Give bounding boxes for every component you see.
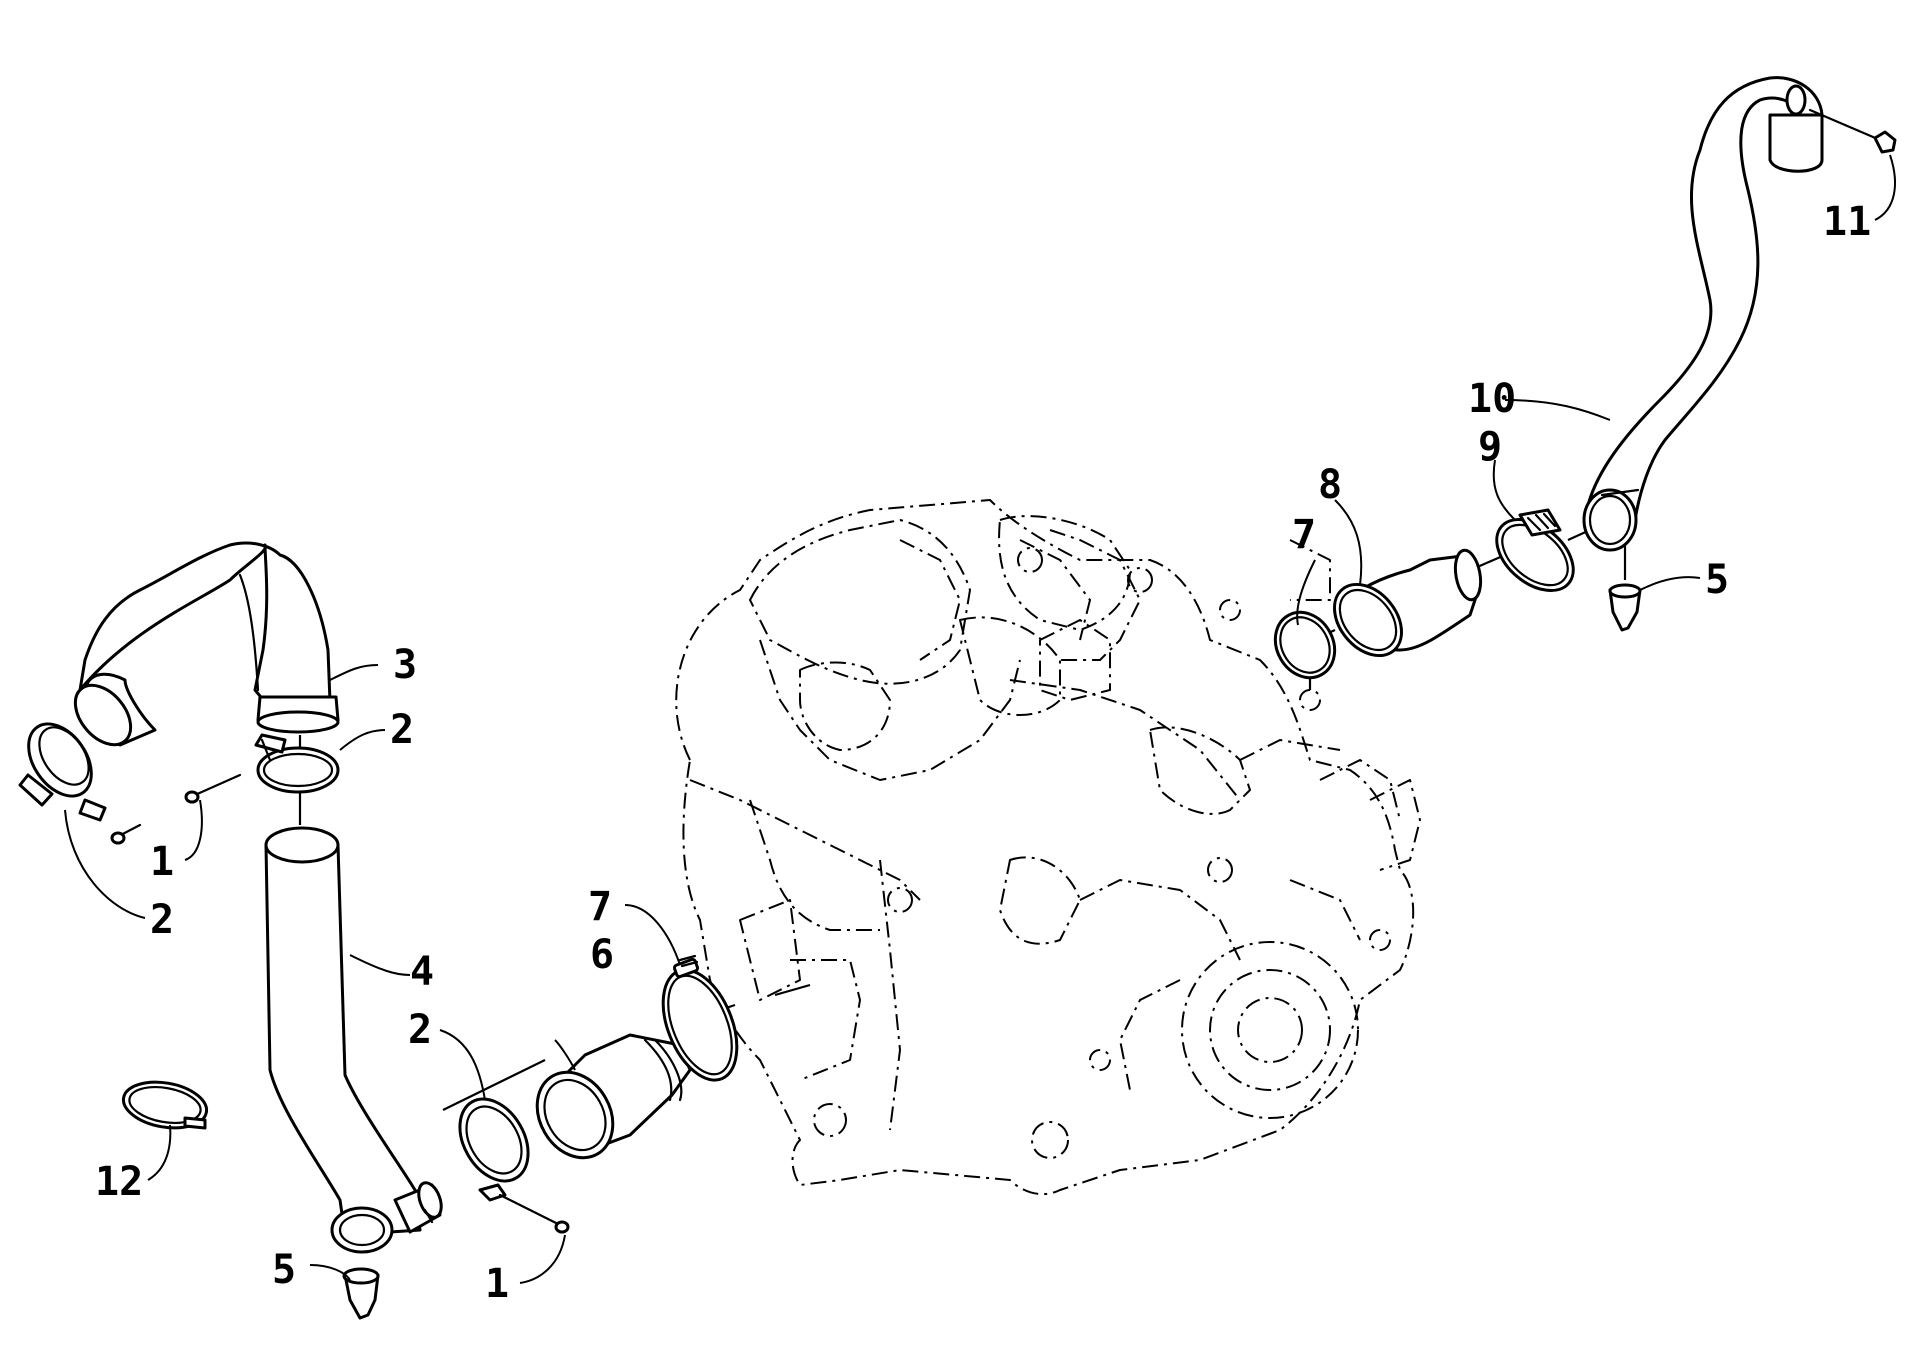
callout-1-lower: 1 [485, 1261, 509, 1307]
leader-11 [1874, 154, 1896, 221]
leader-3 [329, 664, 379, 681]
leader-2-lower [439, 1029, 486, 1101]
part-3-upper-intake-hose [73, 541, 340, 747]
callout-5-right: 5 [1705, 557, 1729, 603]
callout-2-upper: 2 [390, 707, 414, 753]
callout-numbers: 3 2 1 2 4 2 6 7 12 5 1 7 8 9 10 5 11 [95, 199, 1871, 1307]
callout-2-left: 2 [150, 897, 174, 943]
part-2-clamp-lower [458, 1097, 530, 1202]
part-1-screw-lower [498, 1193, 570, 1234]
leader-2-left [64, 809, 146, 919]
leader-8 [1334, 499, 1363, 586]
callout-2-lower: 2 [408, 1007, 432, 1053]
callout-7-upper: 7 [1292, 512, 1316, 558]
part-7-hose-clamp-lower [661, 954, 739, 1082]
callout-9: 9 [1478, 424, 1502, 470]
engine-phantom-outline [675, 499, 1421, 1196]
part-5-grommet-left [342, 1267, 380, 1320]
callout-6: 6 [590, 932, 614, 978]
leader-lines [64, 154, 1896, 1284]
part-11-screw [1808, 108, 1897, 154]
part-2-clamp-upper [254, 733, 340, 794]
part-12-spring-clamp [121, 1080, 209, 1130]
part-10-outlet-hose [1582, 76, 1824, 552]
leader-12 [147, 1124, 172, 1181]
leader-9 [1492, 459, 1516, 521]
leader-1-lower [519, 1234, 566, 1284]
callout-10: 10 [1468, 376, 1516, 422]
leader-5-left [309, 1264, 351, 1281]
part-5-grommet-right [1608, 583, 1642, 632]
leader-4 [349, 954, 411, 976]
part-1-screw-upper-a [184, 773, 242, 804]
leader-10 [1504, 399, 1611, 421]
part-6-intake-boot [535, 1033, 692, 1160]
part-9-hose-clamp [1495, 508, 1575, 592]
callout-7-lower: 7 [588, 884, 612, 930]
part-8-outlet-boot [1333, 548, 1483, 658]
callout-1-upper: 1 [150, 839, 174, 885]
part-7-ring-upper [1273, 610, 1337, 680]
callout-8: 8 [1318, 462, 1342, 508]
part-4-lower-intake-pipe [264, 826, 443, 1254]
leader-6 [554, 1039, 576, 1071]
callout-11: 11 [1823, 199, 1871, 245]
callout-3: 3 [393, 642, 417, 688]
leader-5-right [1639, 576, 1701, 591]
leader-7-upper [1296, 559, 1316, 626]
part-1-screw-upper-b [110, 823, 142, 845]
callout-5-left: 5 [272, 1247, 296, 1293]
leader-2-upper [339, 729, 386, 751]
part-2-clamp-left [18, 722, 107, 822]
leader-1-upper [184, 799, 203, 861]
leader-7-lower [624, 904, 681, 966]
callout-12: 12 [95, 1159, 143, 1205]
callout-4: 4 [410, 949, 434, 995]
